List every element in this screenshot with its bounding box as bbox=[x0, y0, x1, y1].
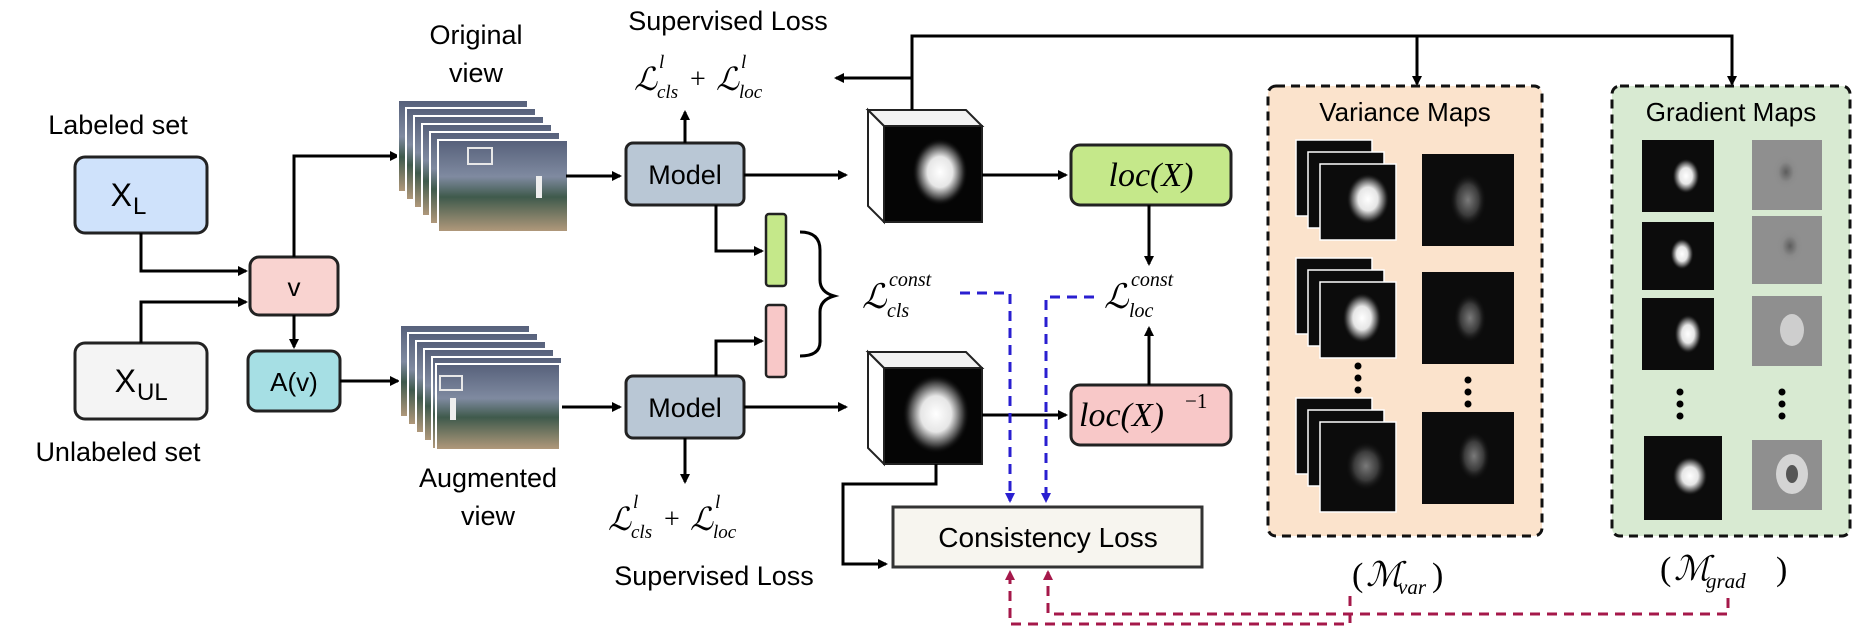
original-view-frames bbox=[397, 99, 569, 233]
svg-text:l: l bbox=[633, 492, 638, 513]
augmented-view-frames bbox=[399, 324, 563, 451]
variance-maps-title: Variance Maps bbox=[1319, 97, 1491, 127]
variance-stack-1 bbox=[1295, 139, 1397, 241]
svg-text:l: l bbox=[715, 492, 720, 513]
supervised-loss-bottom-label: Supervised Loss bbox=[614, 561, 814, 591]
gradient-map-gray-4 bbox=[1752, 440, 1822, 510]
xl-subscript: L bbox=[133, 193, 146, 220]
feedback-to-gradient-arrow bbox=[1417, 34, 1737, 86]
model-bottom-to-score-arrow bbox=[714, 336, 764, 376]
svg-text:+: + bbox=[690, 64, 706, 95]
cube-bottom-to-supervised-arrow bbox=[841, 464, 938, 569]
augmented-view-label-1: Augmented bbox=[419, 463, 557, 493]
original-view-label-2: view bbox=[449, 58, 504, 88]
gradient-map-3 bbox=[1642, 298, 1714, 370]
model-top-to-score-arrow bbox=[714, 205, 764, 256]
svg-text:(: ( bbox=[1352, 557, 1363, 594]
gradient-map-gray-3 bbox=[1752, 296, 1822, 366]
svg-text:ℒ: ℒ bbox=[690, 501, 714, 537]
labeled-set-label: Labeled set bbox=[48, 110, 188, 140]
loc-x-inverse-label: loc(X) bbox=[1079, 397, 1164, 434]
svg-text:cls: cls bbox=[887, 300, 909, 322]
gradient-ellipsis bbox=[1676, 388, 1786, 420]
augment-label: A(v) bbox=[270, 367, 318, 397]
xul-symbol: X bbox=[115, 363, 136, 399]
m-grad-label: ( ℳ grad ) bbox=[1660, 551, 1787, 593]
svg-text:cls: cls bbox=[631, 522, 652, 543]
supervised-loss-top-label: Supervised Loss bbox=[628, 6, 828, 36]
augmented-view-label-2: view bbox=[461, 501, 516, 531]
svg-text:ℳ: ℳ bbox=[1674, 551, 1715, 588]
svg-text:loc: loc bbox=[1129, 300, 1154, 322]
xl-to-v-arrow bbox=[139, 233, 248, 276]
svg-text:l: l bbox=[659, 52, 664, 73]
gradient-map-gray-2 bbox=[1752, 216, 1822, 284]
svg-text:loc: loc bbox=[739, 82, 763, 103]
score-brace bbox=[799, 230, 840, 358]
loc-x-box bbox=[1069, 143, 1233, 207]
xul-subscript: UL bbox=[137, 379, 168, 406]
loc-consistency-formula: ℒ const loc bbox=[1104, 269, 1174, 322]
cls-consistency-formula: ℒ const cls bbox=[862, 269, 932, 322]
svg-text:+: + bbox=[664, 504, 680, 535]
gradient-to-consistency-arrow bbox=[1043, 570, 1730, 616]
svg-text:ℳ: ℳ bbox=[1366, 557, 1407, 594]
loc-x-inverse-box bbox=[1069, 383, 1233, 447]
model-top-label: Model bbox=[648, 160, 722, 190]
svg-text:ℒ: ℒ bbox=[634, 61, 658, 97]
svg-text:grad: grad bbox=[1706, 569, 1746, 593]
xl-symbol: X bbox=[111, 177, 132, 213]
supervised-loss-top-formula: ℒ l cls + ℒ l loc bbox=[634, 52, 763, 103]
variance-to-consistency-arrow bbox=[1005, 570, 1352, 626]
feedback-to-variance-arrow bbox=[910, 34, 1422, 110]
loc-map-cube-top bbox=[865, 107, 985, 225]
gradient-maps-title: Gradient Maps bbox=[1646, 97, 1817, 127]
svg-text:cls: cls bbox=[657, 82, 678, 103]
xul-to-v-arrow bbox=[139, 297, 248, 343]
gradient-map-gray-1 bbox=[1752, 140, 1822, 210]
svg-text:l: l bbox=[741, 52, 746, 73]
svg-text:const: const bbox=[889, 269, 932, 291]
svg-text:loc: loc bbox=[713, 522, 737, 543]
variance-map-2 bbox=[1422, 272, 1514, 364]
gradient-map-2 bbox=[1642, 222, 1714, 290]
svg-text:): ) bbox=[1432, 557, 1443, 594]
m-var-label: ( ℳ var ) bbox=[1352, 557, 1443, 599]
variance-stack-2 bbox=[1295, 257, 1397, 359]
supervised-loss-bottom-formula: ℒ l cls + ℒ l loc bbox=[608, 492, 737, 543]
svg-text:(: ( bbox=[1660, 551, 1671, 588]
v-to-original-arrow bbox=[292, 151, 400, 257]
v-label: v bbox=[288, 272, 301, 302]
original-view-label-1: Original bbox=[429, 20, 522, 50]
svg-text:ℒ: ℒ bbox=[716, 61, 740, 97]
variance-map-1 bbox=[1422, 154, 1514, 246]
variance-stack-3 bbox=[1295, 397, 1397, 513]
svg-text:ℒ: ℒ bbox=[1104, 279, 1130, 316]
class-score-bar-top bbox=[764, 212, 788, 288]
gradient-map-1 bbox=[1642, 140, 1714, 212]
consistency-loss-box bbox=[891, 505, 1204, 569]
svg-text:ℒ: ℒ bbox=[608, 501, 632, 537]
class-score-bar-bottom bbox=[764, 303, 788, 379]
variance-map-3 bbox=[1422, 412, 1514, 504]
loc-x-label: loc(X) bbox=[1109, 157, 1194, 194]
svg-text:): ) bbox=[1776, 551, 1787, 588]
loc-x-inverse-exponent: −1 bbox=[1185, 389, 1207, 413]
loc-map-cube-bottom bbox=[865, 349, 985, 467]
svg-text:ℒ: ℒ bbox=[862, 279, 888, 316]
gradient-map-4 bbox=[1644, 436, 1722, 520]
svg-text:var: var bbox=[1398, 575, 1427, 599]
consistency-loss-label: Consistency Loss bbox=[938, 522, 1157, 553]
unlabeled-set-label: Unlabeled set bbox=[35, 437, 201, 467]
svg-text:const: const bbox=[1131, 269, 1174, 291]
model-bottom-label: Model bbox=[648, 393, 722, 423]
variance-ellipsis bbox=[1354, 362, 1472, 408]
cls-const-to-consistency-arrow bbox=[960, 291, 1015, 503]
